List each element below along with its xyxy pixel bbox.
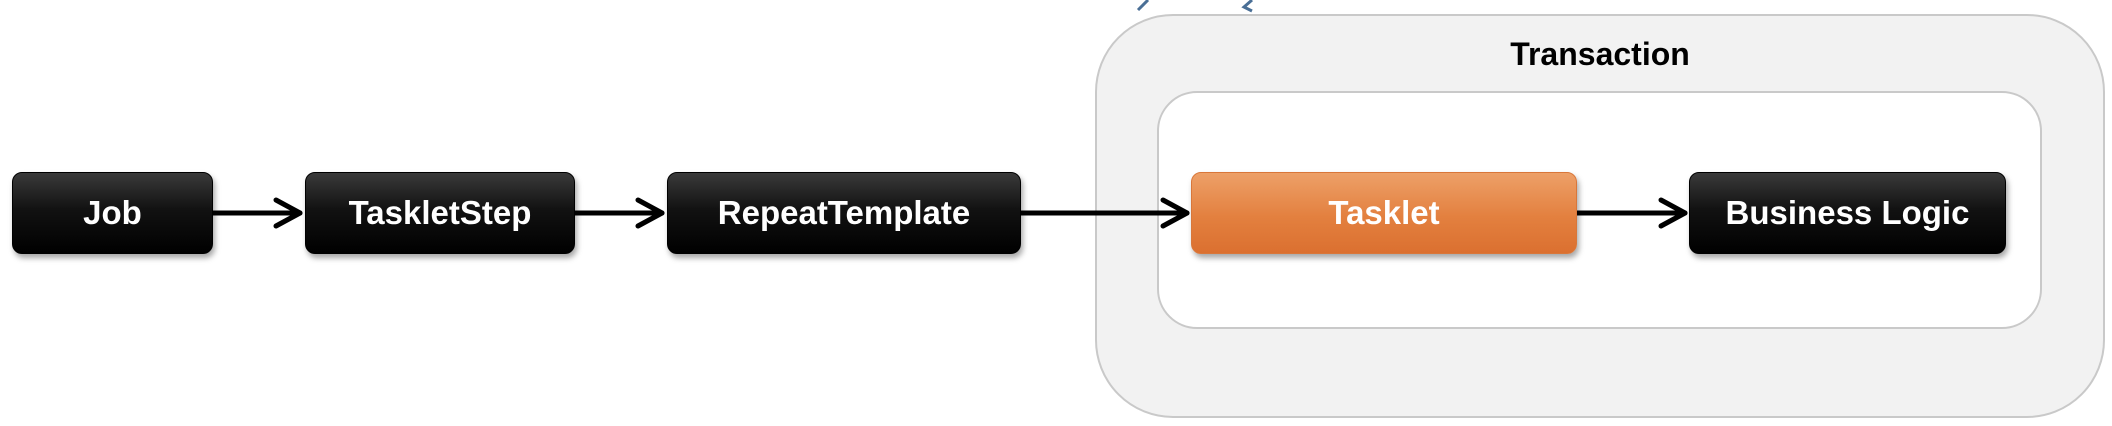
arrowhead-business-logic — [1658, 197, 1688, 229]
job-node: Job — [12, 172, 213, 254]
transaction-label: Transaction — [1510, 36, 1690, 72]
business-logic-node: Business Logic — [1689, 172, 2006, 254]
partial-arrowhead-right — [1241, 0, 1253, 13]
arrowhead-tasklet — [1160, 197, 1190, 229]
taskletstep-node: TaskletStep — [305, 172, 575, 254]
arrowhead-taskletstep — [273, 197, 303, 229]
partial-arrowhead-left — [1136, 0, 1150, 12]
repeattemplate-node: RepeatTemplate — [667, 172, 1021, 254]
tasklet-node: Tasklet — [1191, 172, 1577, 254]
arrowhead-repeattemplate — [635, 197, 665, 229]
